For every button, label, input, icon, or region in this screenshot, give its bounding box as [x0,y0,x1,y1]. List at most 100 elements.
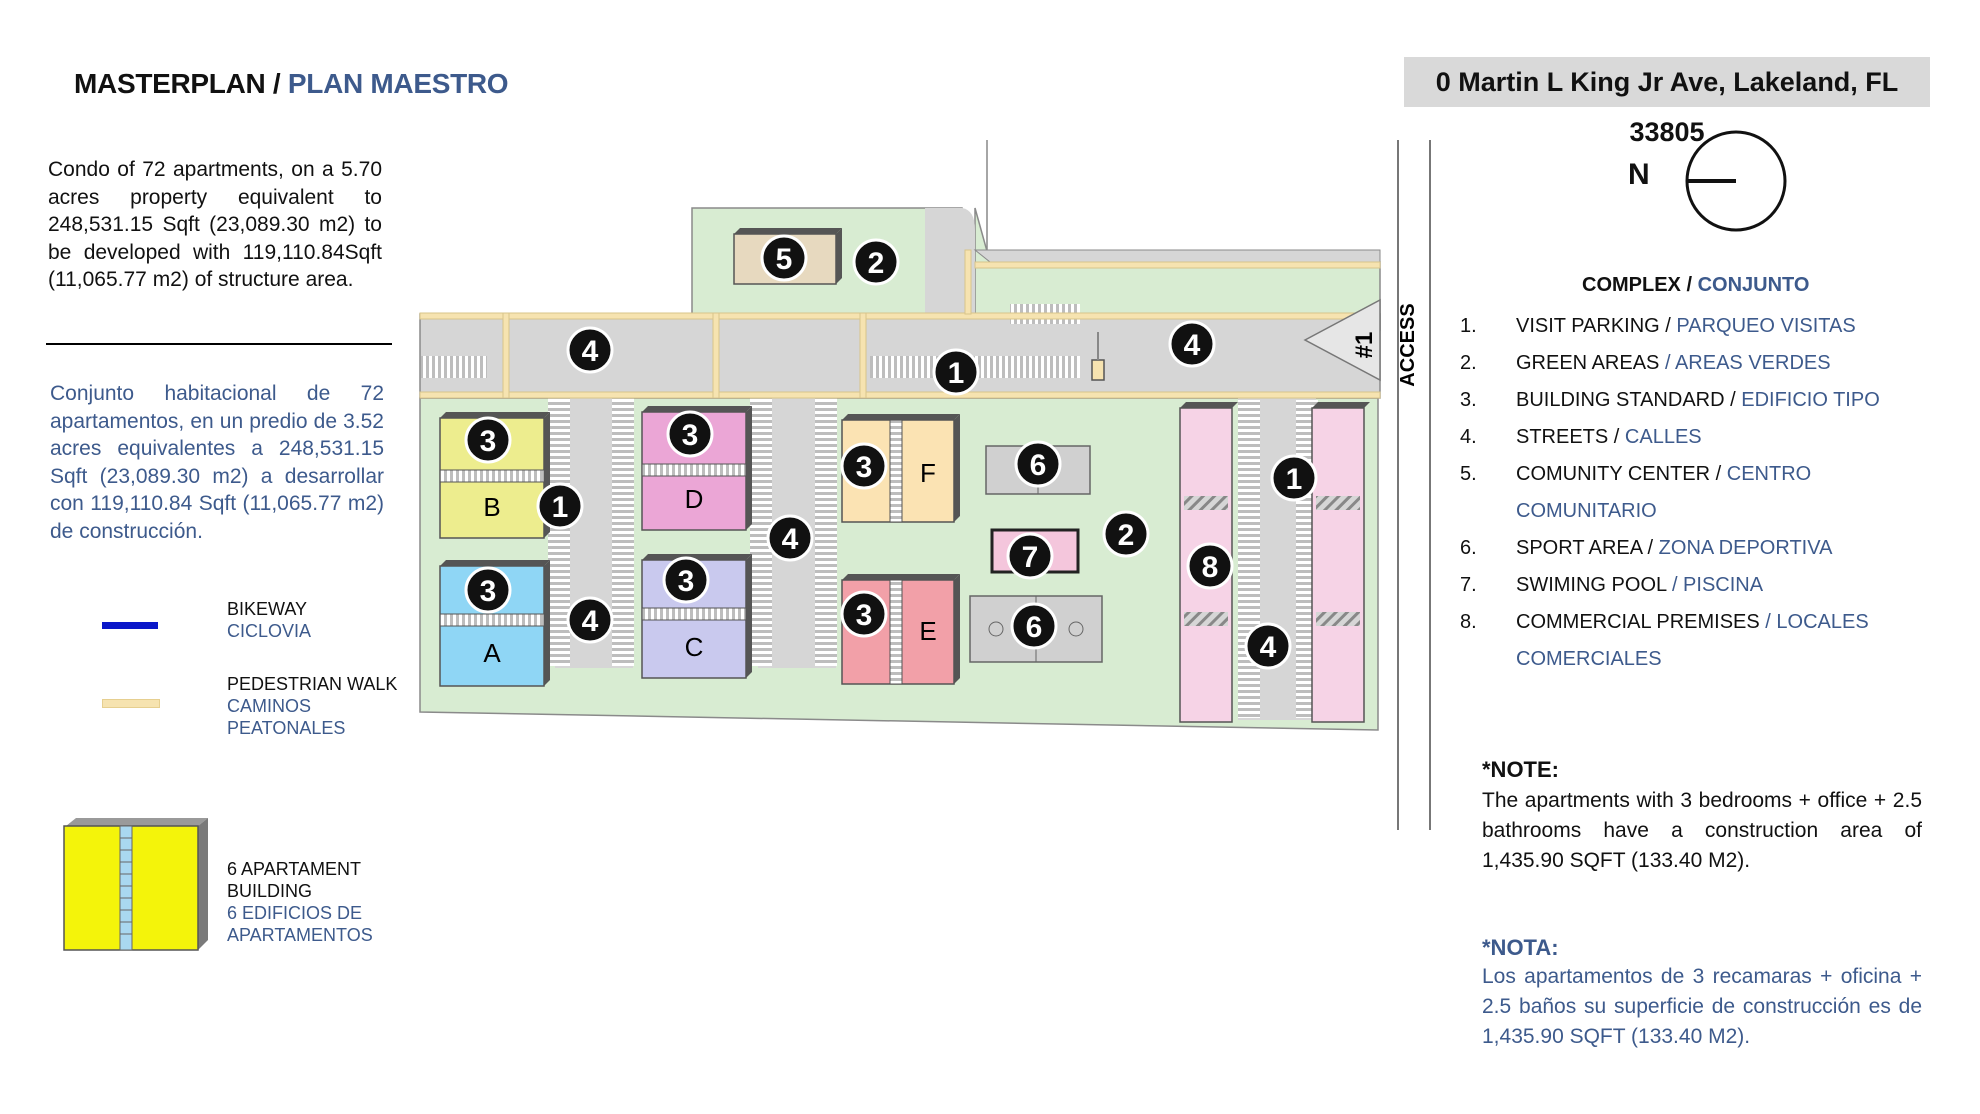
complex-list-item: 8.COMMERCIAL PREMISES / LOCALES [1460,604,1880,641]
note-body: The apartments with 3 bedrooms + office … [1482,789,1922,872]
complex-list-item: COMUNITARIO [1460,493,1880,530]
complex-item-es: ZONA DEPORTIVA [1653,537,1833,559]
svg-text:1: 1 [948,357,965,390]
access-num: #1 [1351,332,1378,359]
complex-item-en: STREETS / [1516,426,1620,448]
marker-8: 8 [1186,542,1234,590]
complex-item-number: 2. [1460,352,1477,374]
marker-1c: 1 [1270,454,1318,502]
marker-4a: 4 [566,326,614,374]
svg-text:7: 7 [1022,541,1039,574]
complex-item-number: 1. [1460,315,1477,337]
nota-body: Los apartamentos de 3 recamaras + oficin… [1482,965,1922,1048]
complex-item-number: 4. [1460,426,1477,448]
walk-swatch [102,699,160,708]
label-d: D [685,484,704,514]
marker-4e: 4 [1244,622,1292,670]
legend-building-es-1: 6 EDIFICIOS DE [227,903,363,923]
complex-item-es: COMUNITARIO [1516,500,1657,522]
svg-text:8: 8 [1202,551,1219,584]
marker-2b: 2 [1102,510,1150,558]
svg-text:3: 3 [480,575,497,608]
complex-item-es: / PISCINA [1666,574,1764,596]
building-legend-icon [63,818,208,951]
complex-item-es: CENTRO [1721,463,1812,485]
complex-list-item: COMERCIALES [1460,641,1880,678]
marker-3c: 3 [662,556,710,604]
address-box: 0 Martin L King Jr Ave, Lakeland, FL 338… [1404,57,1930,147]
svg-text:6: 6 [1030,449,1047,482]
label-c: C [685,632,704,662]
svg-text:3: 3 [682,419,699,452]
bikeway-swatch [102,622,158,629]
note-title: *NOTE: [1482,757,1559,782]
complex-item-number: 3. [1460,389,1477,411]
marker-2a: 2 [852,238,900,286]
marker-7: 7 [1006,532,1054,580]
complex-item-number: 6. [1460,537,1477,559]
label-f: F [920,458,936,488]
svg-text:1: 1 [552,491,569,524]
legend-walk-en: PEDESTRIAN WALK [227,674,398,694]
complex-item-text: SWIMING POOL / PISCINA [1516,574,1763,597]
commercial-premises [1179,402,1370,723]
marker-3f: 3 [840,442,888,490]
complex-list-item: 5.COMUNITY CENTER / CENTRO [1460,456,1880,493]
complex-item-text: COMMERCIAL PREMISES / LOCALES [1516,611,1869,634]
access-label: ACCESS [1397,303,1419,386]
description-en: Condo of 72 apartments, on a 5.70 acres … [48,158,382,291]
marker-4d: 4 [766,514,814,562]
north-road [925,208,962,314]
complex-item-es: EDIFICIO TIPO [1735,389,1880,411]
complex-item-text: GREEN AREAS / AREAS VERDES [1516,352,1831,375]
marker-6b: 6 [1010,602,1058,650]
complex-item-en: SPORT AREA / [1516,537,1654,559]
svg-text:2: 2 [1118,519,1135,552]
complex-title-en: COMPLEX / [1582,274,1693,296]
legend-building-en-1: 6 APARTAMENT [227,859,362,879]
svg-text:3: 3 [856,451,873,484]
complex-item-es: / LOCALES [1759,611,1869,633]
description-es: Conjunto habitacional de 72 apartamentos… [50,382,384,543]
marker-3b: 3 [464,416,512,464]
svg-text:5: 5 [776,243,793,276]
compass-icon [1685,130,1787,232]
svg-text:3: 3 [856,599,873,632]
legend-bikeway-en: BIKEWAY [227,599,308,619]
label-e: E [919,616,936,646]
complex-title-es: CONJUNTO [1697,274,1810,296]
complex-item-text: BUILDING STANDARD / EDIFICIO TIPO [1516,389,1880,412]
page-title: MASTERPLAN / PLAN MAESTRO [74,68,509,100]
plan-markers: 5 2 4 1 4 3 1 3 4 3 3 4 3 3 6 7 6 2 8 1 … [464,234,1318,670]
svg-text:4: 4 [1260,631,1277,664]
complex-item-text: COMUNITY CENTER / CENTRO [1516,463,1811,486]
complex-item-es: COMERCIALES [1516,648,1662,670]
complex-item-number: 7. [1460,574,1477,596]
legend-walk: PEDESTRIAN WALK CAMINOS PEATONALES [227,673,397,739]
svg-text:4: 4 [582,605,599,638]
svg-text:4: 4 [582,335,599,368]
svg-text:1: 1 [1286,463,1303,496]
complex-item-en: COMUNITY CENTER / [1516,463,1722,485]
svg-text:4: 4 [782,523,799,556]
compass-label: N [1628,158,1650,191]
marker-4b: 4 [1168,320,1216,368]
svg-text:2: 2 [868,247,885,280]
marker-6a: 6 [1014,440,1062,488]
legend-walk-es-1: CAMINOS [227,696,312,716]
complex-item-text: COMUNITARIO [1516,500,1657,523]
svg-text:3: 3 [678,565,695,598]
complex-list-item: 2. GREEN AREAS / AREAS VERDES [1460,345,1880,382]
complex-item-en: COMMERCIAL PREMISES [1516,611,1760,633]
label-a: A [483,638,501,668]
title-en: MASTERPLAN / [74,68,281,99]
legend-walk-es-2: PEATONALES [227,718,346,738]
svg-text:4: 4 [1184,329,1201,362]
complex-list-item: 6. SPORT AREA / ZONA DEPORTIVA [1460,530,1880,567]
divider [46,343,392,345]
svg-text:3: 3 [480,425,497,458]
complex-title: COMPLEX / CONJUNTO [1582,274,1809,297]
complex-item-text: SPORT AREA / ZONA DEPORTIVA [1516,537,1832,560]
